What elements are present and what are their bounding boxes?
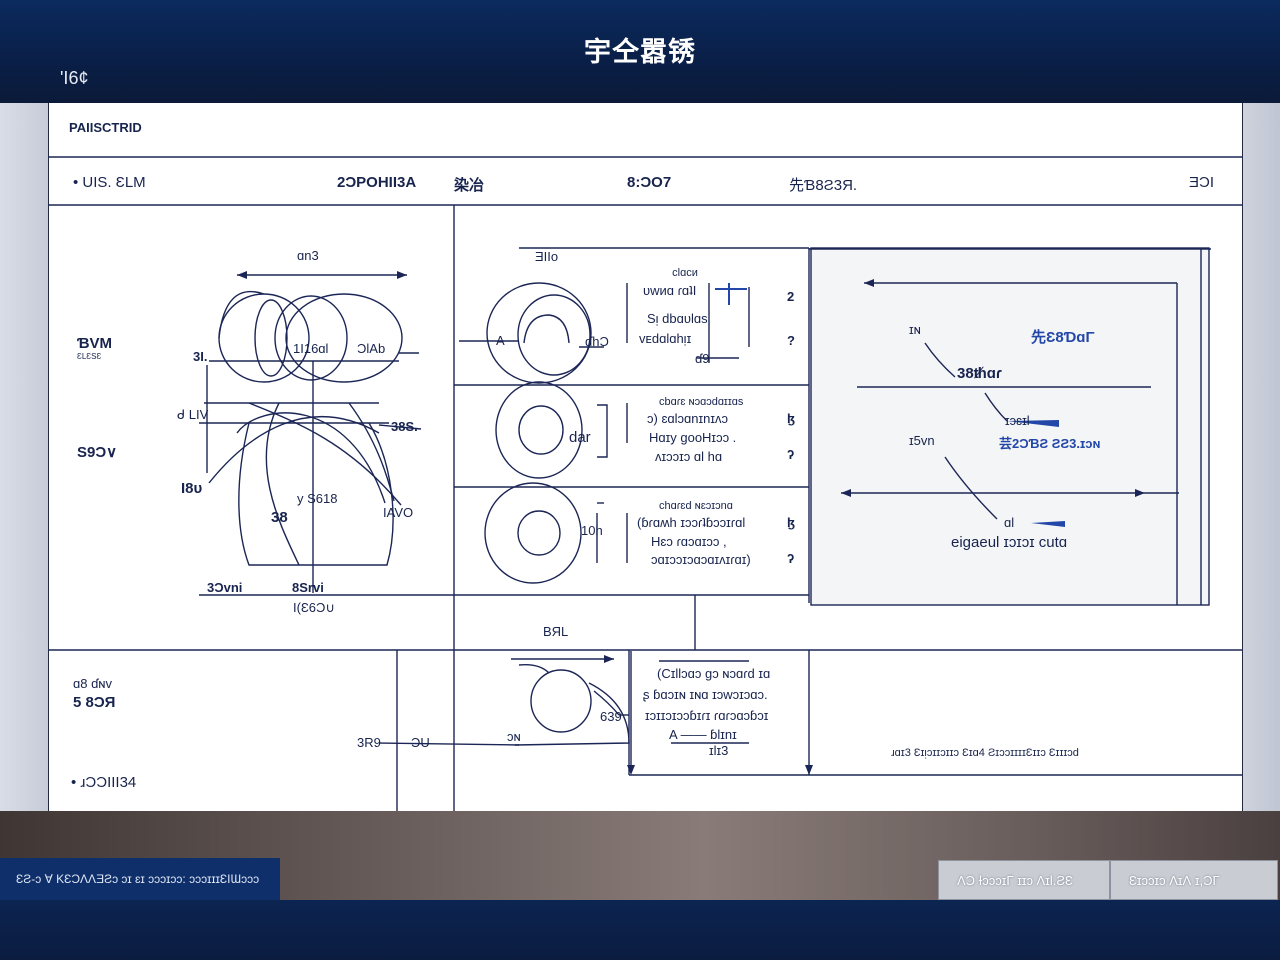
- label-38s: 38S.: [391, 419, 418, 434]
- label-bvm: ƁVM: [77, 335, 113, 352]
- info-item-1: • UIS. ƐLM: [73, 174, 146, 191]
- middle-label-dhd: ɗhƆ: [585, 334, 609, 349]
- row3-line-3: Hɛɔ ɾɑɔɑɪɔɔ ,: [651, 534, 727, 549]
- middle-bottom-label: BЯL: [543, 624, 569, 639]
- bottom-label-a-dnv: ɑ8 ɗɴᴠ: [73, 676, 112, 691]
- right-label-tsil: ɪɔɛɪl: [1005, 413, 1030, 428]
- label-18v: I8ᴜ: [181, 480, 203, 497]
- bottom-caption: ɹɑɪ3 Ɛɪᴉɔɪɪɔɪɪɔ Ɛɪɑ4 ƧɪɔɔɪɪɪɪƐɪɪɔ Ɛɪɪɪɔd: [891, 747, 1079, 759]
- row3-mark-1: ɮ: [787, 515, 795, 530]
- row1-line-4: ᴠᴇdɑlɑhᴉɪ: [639, 331, 692, 346]
- bottom-note-line-3: ɪɔɪɪɔɪɔɔɓɪɾɪ ɾɑɾɔɑɔɓɔɪ: [645, 708, 769, 723]
- label-iavo: IAVO: [383, 505, 414, 520]
- status-box-2[interactable]: Ɛɪɔɔɪɔ ɅɪɅ ɪ,ƆΓ: [1110, 860, 1278, 900]
- drawing-sheet: PAIISCTRID • UIS. ƐLM 2ƆPOHII3A 染冶 8:ƆO7…: [48, 103, 1243, 811]
- label-ie6v: I(Ɛ6Ɔ∪: [293, 600, 335, 615]
- info-item-3: 染冶: [454, 177, 485, 194]
- info-item-6: ƎƆI: [1189, 174, 1215, 191]
- bottom-label-639: 639: [600, 709, 622, 724]
- label-3ovn: 3Ɔvni: [207, 580, 243, 595]
- right-label-9l: ɑl: [1004, 515, 1015, 530]
- row2-line-4: ʌɪɔɔɪɔ ɑl hɑ: [655, 449, 723, 464]
- row1-line-1: ᴄlɑᴄᴎ: [672, 267, 698, 279]
- label-d-lil: ᑯ LIV: [177, 407, 209, 422]
- dimension-label-top: ɑn3: [297, 248, 319, 263]
- status-box-1[interactable]: ɅƆ ƗɔɔɔɪΓ ɪɪɔ ɅɪƖ.ƧƐ: [938, 860, 1110, 900]
- row2-line-2: ɔ) ɛɑlɔɑnɪnɪʌɔ: [647, 411, 728, 426]
- row3-line-1: ᴄhɑɾɛd ɴɛɔɪɔnɑ: [659, 500, 733, 512]
- label-38: 38: [271, 509, 288, 526]
- label-dim-2: ƆlAb: [357, 341, 386, 356]
- bottom-note-line-1: (Cɪllɔɑɔ ɡɔ ɴɔɑɾd ɪɑ: [657, 666, 771, 681]
- bottom-note-line-4: A —— ɓlɪnɪ: [669, 727, 737, 742]
- row1-line-3: Sᴉ dbɑᴜlɑs: [647, 311, 708, 326]
- status-text: ƐƧ-ɔ Ɐ KƐƆɅɅƎƧɔ ɔɪ ɛɪ ɔɔɔɪɔɔ: ɔɔɔɪɪɪƐIƜɔ…: [0, 858, 280, 900]
- row1-line-5: ɗ9: [695, 351, 710, 366]
- page-title: 宇仝嚣锈: [584, 37, 696, 67]
- bottom-label-cv: ɔɴ: [507, 729, 521, 744]
- bottom-note-line-5: ɪlɪ3: [709, 743, 729, 758]
- bottom-label-580r: 5 8ƆЯ: [73, 694, 116, 711]
- right-label-un: ɪɴ: [909, 322, 921, 337]
- middle-corner-label: ƎIIo: [535, 249, 559, 264]
- info-item-4: 8:ƆO7: [627, 174, 672, 191]
- row3-line-2: (ɓɾɑʍh ɪɔɔɾʇɓɔɔɪɾɑl: [637, 515, 746, 530]
- label-bvm-sub: ƐLƐSƐ: [77, 352, 102, 361]
- right-label-blue-2: 芸2ƆƁƧ ƧƧ3.ɪɔɴ: [999, 436, 1101, 451]
- label-s9ov: S9Ɔ∨: [77, 444, 118, 461]
- middle-label-10h: 10h: [581, 523, 603, 538]
- row2-line-1: ᴄbɑɾɛ ɴɔɑɔdɑɪɪɑs: [659, 396, 744, 408]
- header-corner-code: 'I6¢: [60, 68, 89, 88]
- row3-mark-2: ʔ: [787, 551, 795, 566]
- row2-mark-1: ɮ: [787, 411, 795, 426]
- label-8srvi: 8Srvi: [292, 580, 324, 595]
- right-label-15vn: ɪ5ᴠn: [909, 433, 935, 448]
- right-label-blue-1: 先Ɛ8ƊɑΓ: [1031, 329, 1095, 346]
- bottom-note-line-2: ʂ ɓɑɔɪɴ ɪɴɑ ɪɔwɔɪɔɑɔ.: [643, 687, 768, 702]
- row1-mark-1: 2: [787, 289, 795, 304]
- label-y-s618: y S618: [297, 491, 338, 506]
- middle-label-der: dar: [569, 429, 591, 446]
- row1-line-2: ᴜwᴎɑ ɾɑʇI: [643, 283, 697, 298]
- header-bar: [0, 0, 1280, 103]
- info-item-5: 先Ɓ8Ƨ3Я.: [789, 177, 858, 194]
- right-label-38thar: 38ᵺɑɾ: [957, 365, 1002, 382]
- middle-label-a: A: [496, 333, 505, 348]
- row2-line-3: Hɑɪy ɡooHɪɔɔ .: [649, 430, 737, 445]
- section-label: PAIISCTRID: [69, 120, 142, 135]
- left-margin: [0, 103, 48, 811]
- label-31: 3I.: [193, 349, 208, 364]
- info-item-2: 2ƆPOHII3A: [337, 174, 417, 191]
- bottom-label-2u: ƆU: [411, 735, 430, 750]
- drawing-lines: [49, 156, 1242, 811]
- row1-mark-2: ?: [787, 333, 795, 348]
- footer-bar: [0, 900, 1280, 960]
- row2-mark-2: ʔ: [787, 447, 795, 462]
- label-dim-1: 1I16ɑl: [293, 341, 329, 356]
- right-caption: eigaeul ɪɔɪɔɪ cutɑ: [951, 534, 1068, 551]
- bottom-label-3r9: 3R9: [357, 735, 381, 750]
- bottom-bullet: • ɹƆƆIII34: [71, 774, 137, 791]
- row3-line-4: ɔɑɪɔɔɪɔɑɔɑɪʌɪɾɑɪ): [651, 552, 751, 567]
- right-margin: [1241, 103, 1280, 811]
